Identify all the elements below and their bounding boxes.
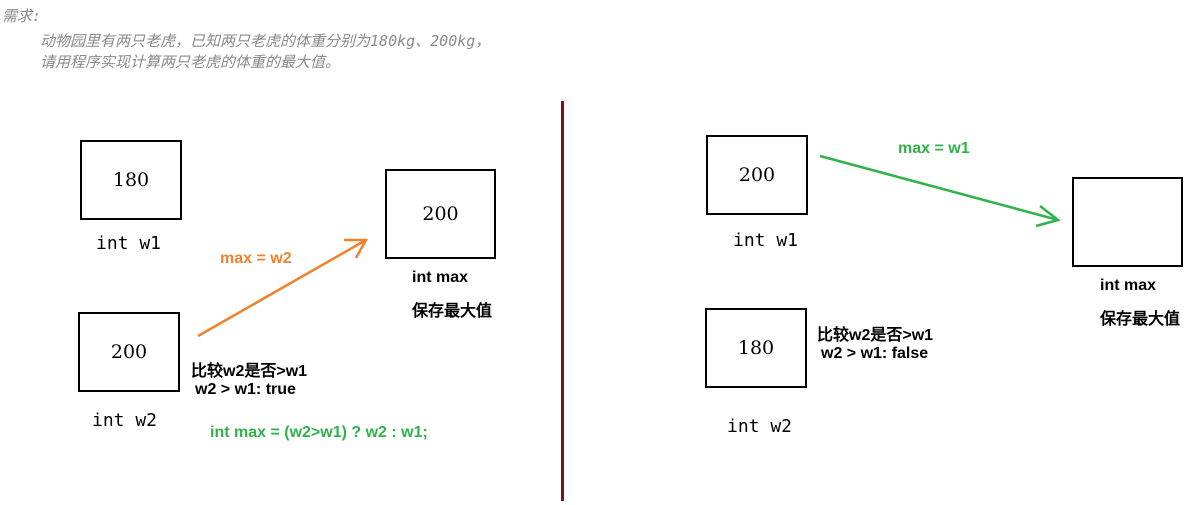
right-w2-box: 180 [705,308,807,388]
right-compare-line-2: w2 > w1: false [821,345,929,362]
right-w2-label: int w2 [727,416,793,437]
left-w2-value: 200 [110,341,148,363]
right-arrow [819,154,1061,228]
left-max-box: 200 [385,169,496,259]
right-max-desc: 保存最大值 [1100,311,1181,328]
right-w1-box: 200 [706,135,808,215]
requirement-line-2: 请用程序实现计算两只老虎的体重的最大值。 [40,53,341,71]
right-compare-line-1: 比较w2是否>w1 [817,327,934,344]
left-w2-box: 200 [78,312,180,392]
left-code: int max = (w2>w1) ? w2 : w1; [210,424,428,441]
left-max-desc: 保存最大值 [412,303,493,320]
left-w1-label: int w1 [96,233,162,254]
requirement-label: 需求: [2,7,42,25]
left-w1-value: 180 [112,169,150,191]
left-compare-line-2: w2 > w1: true [195,381,296,398]
right-w1-value: 200 [738,164,776,186]
right-w1-label: int w1 [733,230,799,251]
left-compare-line-1: 比较w2是否>w1 [191,363,308,380]
left-w1-box: 180 [80,140,182,220]
left-arrow [197,238,369,338]
right-w2-value: 180 [737,337,775,359]
left-max-label: int max [412,269,469,286]
left-w2-label: int w2 [92,410,158,431]
requirement-line-1: 动物园里有两只老虎，已知两只老虎的体重分别为180kg、200kg， [40,32,491,50]
left-arrow-label: max = w2 [220,250,292,267]
right-max-label: int max [1100,277,1157,294]
right-arrow-label: max = w1 [898,140,970,157]
panel-divider [561,101,564,501]
right-max-box [1072,177,1183,267]
left-max-value: 200 [422,203,459,225]
